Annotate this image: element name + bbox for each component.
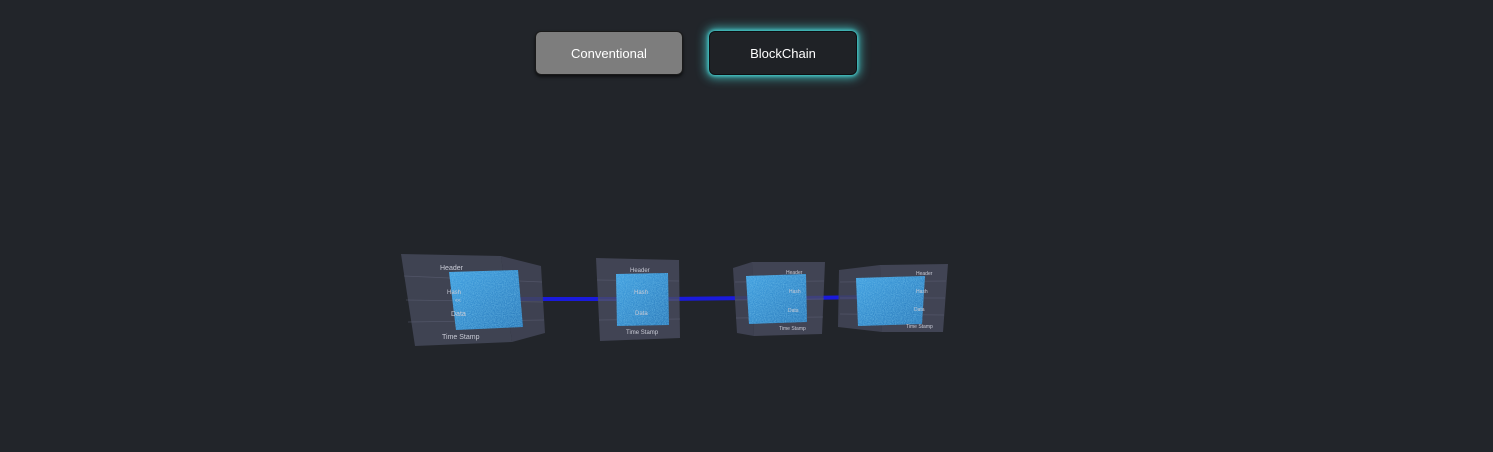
block-header-label: Header [916,271,933,277]
block-hash-label: Hash [447,290,461,296]
block-data-label: Data [914,307,925,313]
block-timestamp-label: Time Stamp [626,330,659,336]
block-timestamp-label: Time Stamp [779,326,806,332]
blockchain-button[interactable]: BlockChain [709,31,857,75]
block-prev-label: << [455,298,461,304]
block-data-label: Data [451,311,466,318]
block-header-label: Header [786,270,803,276]
block-header-label: Header [440,265,464,272]
block-card[interactable]: Header Hash Data Time Stamp [838,264,948,332]
block-hash-label: Hash [916,289,928,295]
block-card[interactable]: Header Hash << Data Time Stamp [401,254,545,346]
block-hash-label: Hash [789,289,801,295]
block-data-label: Data [635,311,648,317]
conventional-button-label: Conventional [571,45,647,61]
block-timestamp-label: Time Stamp [906,324,933,330]
conventional-button[interactable]: Conventional [535,31,683,75]
block-data-label: Data [788,308,799,314]
block-header-label: Header [630,268,650,274]
blockchain-button-label: BlockChain [750,45,816,61]
block-card[interactable]: Header Hash Data Time Stamp [733,262,825,336]
block-card[interactable]: Header Hash Data Time Stamp [596,258,681,341]
block-hash-label: Hash [634,290,648,296]
block-timestamp-label: Time Stamp [442,334,480,341]
